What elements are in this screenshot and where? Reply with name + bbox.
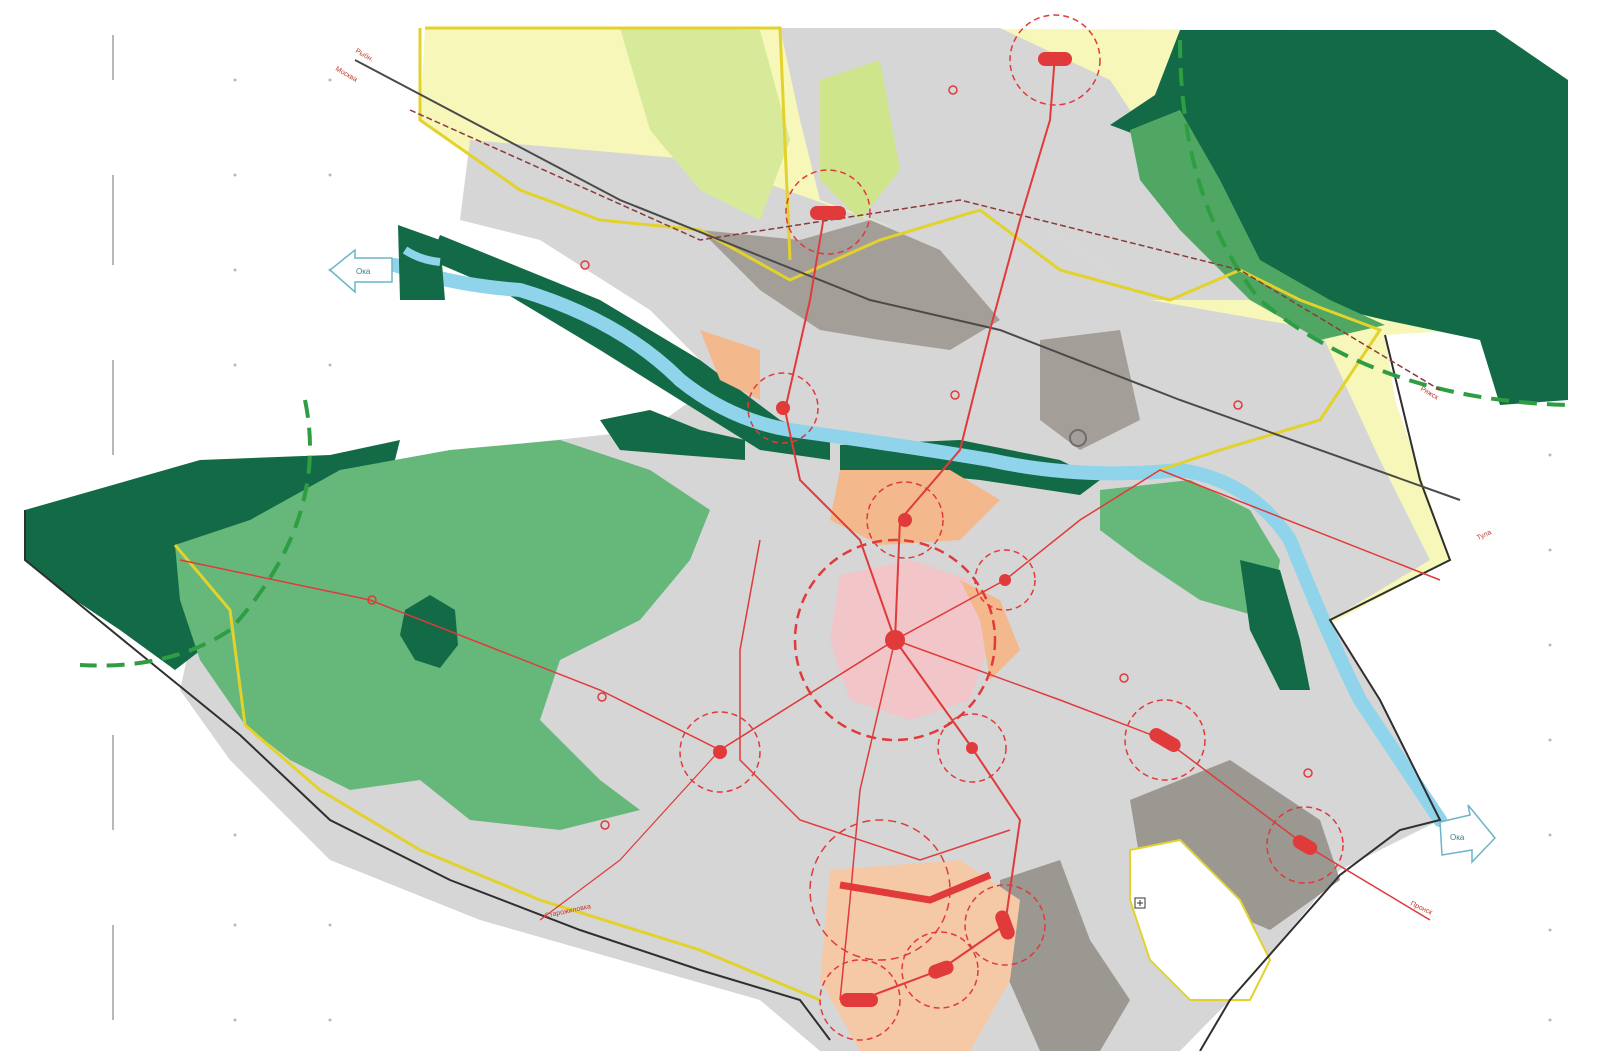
forest-river-middle (600, 410, 745, 460)
transit-hub-icon (1124, 699, 1206, 781)
route-label-road-east: Тула (1476, 529, 1493, 542)
greenbelt-arc-west (79, 399, 312, 668)
city-boundary-outer (24, 510, 831, 1041)
greenbelt-arc-east (1178, 39, 1569, 407)
transit-hub-icon (785, 169, 871, 255)
residential-zone-north-west (700, 330, 760, 400)
transit-stop-markers (367, 85, 1313, 830)
route-label-rail-northwest: Москва (334, 66, 358, 84)
lake-southeast (1129, 838, 1272, 1001)
transit-hub-icon (866, 481, 944, 559)
park-area-north (620, 28, 790, 220)
railway-north (409, 109, 1441, 391)
city-boundary-yellow-north (425, 26, 792, 261)
transit-hub-icon (819, 959, 901, 1041)
arrow-icon: Ока (1439, 804, 1497, 864)
grid-markers (112, 35, 1552, 1022)
forest-river-east (1100, 480, 1280, 620)
transit-hub-icon (1266, 806, 1344, 884)
city-boundary-yellow (418, 28, 1383, 472)
river-main (388, 258, 1447, 827)
park-area-north-2 (820, 60, 900, 220)
forest-river-south-band (840, 440, 1100, 495)
city-boundary-yellow-south (173, 544, 821, 1002)
forest-river-east-dark (1240, 560, 1310, 690)
city-boundary-outer-east (1199, 334, 1452, 1051)
transit-hub-icon (937, 713, 1007, 783)
historic-center-edge (960, 580, 1020, 680)
river-west-source (398, 225, 445, 300)
railway-northwest (354, 59, 1461, 501)
stadium-icon (1069, 429, 1087, 447)
transit-hub-icon (793, 538, 997, 742)
transit-hub-icon (679, 711, 761, 793)
plus-marker-icon (1134, 897, 1146, 909)
industrial-zone-northeast (1040, 330, 1140, 450)
historic-center (830, 560, 990, 720)
forest-northeast (1110, 30, 1568, 405)
transit-hub-icon (747, 372, 819, 444)
transit-hub-icon (901, 931, 979, 1009)
exit-label-west: Ока (356, 267, 371, 276)
river-west-water (402, 246, 441, 266)
residential-zone-center-north (830, 470, 1000, 545)
transit-hub-icon (809, 819, 951, 961)
arrow-icon: Ока (328, 248, 393, 294)
industrial-zone-north (700, 220, 1000, 350)
exit-label-east: Ока (1450, 833, 1465, 842)
transit-hub-icon (974, 549, 1036, 611)
industrial-zone-south (1000, 860, 1130, 1051)
transit-hub-icon (1009, 14, 1101, 106)
transit-hub-icon (964, 884, 1046, 966)
forest-west-pond (400, 595, 458, 668)
